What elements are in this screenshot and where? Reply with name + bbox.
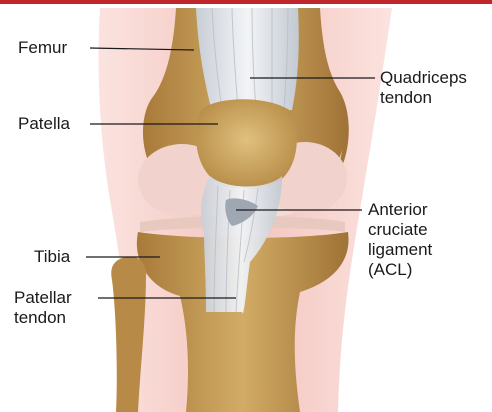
femur-label: Femur bbox=[18, 38, 67, 58]
femur-leader bbox=[90, 48, 194, 50]
quadriceps-tendon-label: Quadriceps tendon bbox=[380, 68, 467, 108]
patellar-tendon-label: Patellar tendon bbox=[14, 288, 72, 328]
tibia-label: Tibia bbox=[34, 247, 70, 267]
patella-label: Patella bbox=[18, 114, 70, 134]
acl-label: Anterior cruciate ligament (ACL) bbox=[368, 200, 432, 280]
